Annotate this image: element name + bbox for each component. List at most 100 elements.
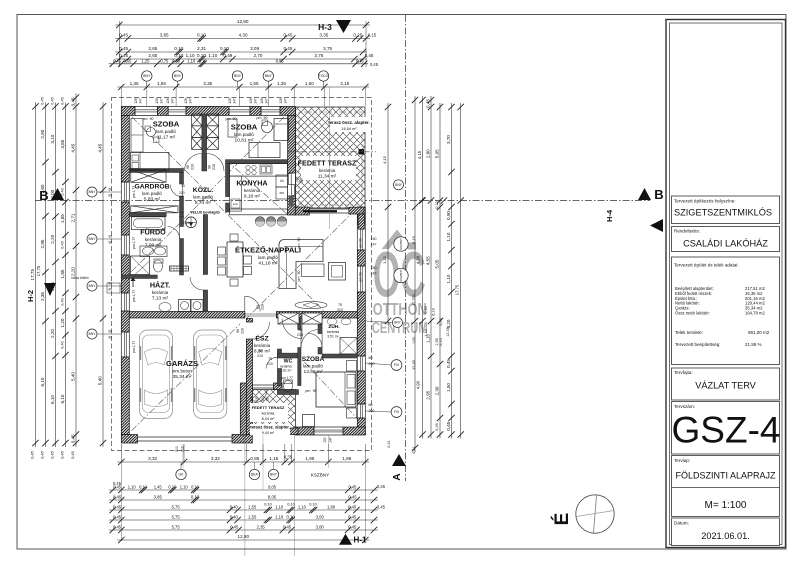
svg-text:0,45: 0,45 (113, 481, 122, 486)
svg-text:0,45: 0,45 (365, 53, 374, 58)
svg-text:160: 160 (250, 396, 254, 402)
svg-text:1,25: 1,25 (141, 58, 150, 63)
svg-text:pm 1,77: pm 1,77 (281, 376, 293, 380)
svg-text:210: 210 (297, 333, 303, 337)
svg-text:BNY: BNY (270, 473, 278, 477)
svg-text:VÁZLAT TERV: VÁZLAT TERV (695, 381, 756, 391)
svg-text:0,45: 0,45 (113, 504, 122, 509)
svg-text:217,51 m2: 217,51 m2 (745, 286, 765, 291)
svg-text:HÁZT.: HÁZT. (150, 281, 170, 290)
svg-text:1,45: 1,45 (154, 485, 163, 490)
svg-text:0,45: 0,45 (61, 97, 65, 104)
svg-text:0,45: 0,45 (348, 524, 357, 529)
svg-text:0,35: 0,35 (284, 455, 293, 460)
svg-text:pm 90: pm 90 (143, 117, 154, 121)
svg-text:0,45: 0,45 (41, 97, 45, 104)
svg-text:Tervlap:: Tervlap: (674, 458, 690, 463)
svg-text:2,60: 2,60 (40, 184, 45, 193)
svg-text:0,45: 0,45 (40, 450, 45, 459)
svg-text:ZUH.: ZUH. (328, 324, 339, 330)
svg-text:8,05: 8,05 (268, 494, 277, 499)
svg-text:17,755: 17,755 (412, 295, 416, 306)
svg-text:0,10: 0,10 (264, 502, 272, 507)
svg-text:pm 90: pm 90 (305, 389, 317, 393)
svg-text:4,15: 4,15 (417, 150, 422, 159)
svg-text:0,45: 0,45 (356, 58, 365, 63)
svg-text:3,75: 3,75 (323, 46, 332, 51)
svg-text:5,75: 5,75 (172, 524, 181, 529)
svg-text:0,45: 0,45 (377, 484, 386, 489)
svg-text:164,78 m2: 164,78 m2 (745, 311, 765, 316)
svg-text:GK: GK (179, 473, 185, 477)
svg-text:0,50: 0,50 (172, 58, 181, 63)
svg-text:60: 60 (261, 397, 265, 401)
svg-text:0,10: 0,10 (168, 485, 177, 490)
svg-text:60: 60 (108, 288, 112, 292)
svg-text:1,55: 1,55 (250, 81, 259, 86)
svg-text:2,20: 2,20 (70, 267, 75, 276)
svg-text:2,65: 2,65 (148, 53, 157, 58)
svg-text:VELUX bevilágító: VELUX bevilágító (190, 211, 221, 215)
svg-text:5,05: 5,05 (434, 149, 439, 158)
svg-text:2,15: 2,15 (340, 81, 349, 86)
svg-text:lam.padló: lam.padló (142, 191, 162, 196)
svg-text:terasz össz. alapter.: terasz össz. alapter. (250, 425, 290, 430)
svg-text:SZOBA: SZOBA (302, 356, 325, 363)
svg-text:0,45: 0,45 (30, 450, 35, 459)
svg-text:5,75: 5,75 (172, 514, 181, 519)
svg-text:1,80: 1,80 (327, 504, 336, 509)
svg-text:120: 120 (295, 177, 299, 183)
svg-text:17,75: 17,75 (36, 265, 41, 276)
svg-text:BNY: BNY (89, 284, 97, 288)
svg-text:SZIGETSZENTMIKLÓS: SZIGETSZENTMIKLÓS (674, 208, 772, 218)
svg-text:0,45: 0,45 (113, 514, 122, 519)
svg-text:3,20: 3,20 (446, 319, 451, 328)
svg-text:75: 75 (338, 303, 342, 307)
svg-text:0,45: 0,45 (119, 53, 128, 58)
svg-text:90: 90 (256, 305, 260, 309)
svg-text:FIX: FIX (394, 410, 400, 414)
svg-text:Garázs:: Garázs: (675, 306, 690, 311)
svg-text:B: B (654, 187, 663, 202)
svg-text:Tervezett építkezés helyszíne:: Tervezett építkezés helyszíne: (674, 199, 736, 204)
svg-text:7,99 m²: 7,99 m² (145, 243, 162, 249)
svg-text:Össz.nettó lakótér:: Össz.nettó lakótér: (675, 311, 710, 316)
svg-text:60: 60 (108, 282, 112, 286)
svg-text:9,18 m²: 9,18 m² (244, 194, 261, 200)
svg-text:lam.padló: lam.padló (193, 194, 213, 199)
svg-text:3,35: 3,35 (319, 33, 328, 38)
svg-text:BNY: BNY (89, 237, 97, 241)
svg-text:0,41: 0,41 (387, 440, 391, 447)
svg-text:0,45: 0,45 (70, 434, 75, 443)
svg-text:60: 60 (369, 356, 373, 360)
svg-text:Beépített alapterület:: Beépített alapterület: (675, 286, 714, 291)
svg-text:3,35: 3,35 (203, 81, 212, 86)
svg-text:128: 128 (249, 98, 253, 104)
svg-text:2,71: 2,71 (70, 213, 75, 222)
svg-text:BNY: BNY (265, 74, 273, 78)
svg-text:SZOBA: SZOBA (153, 120, 180, 129)
svg-text:pm 1,77: pm 1,77 (132, 290, 136, 302)
svg-text:4,90: 4,90 (416, 380, 421, 389)
svg-text:60: 60 (369, 403, 373, 407)
svg-text:1,85: 1,85 (60, 269, 65, 278)
svg-text:GSZ-4: GSZ-4 (672, 410, 781, 451)
svg-text:BNY: BNY (143, 74, 151, 78)
svg-text:0,49: 0,49 (223, 53, 232, 58)
svg-text:klíma kültéri: klíma kültéri (71, 276, 88, 280)
svg-text:2,31: 2,31 (197, 46, 206, 51)
svg-text:kerámia: kerámia (244, 188, 261, 193)
svg-text:2,20: 2,20 (50, 329, 55, 338)
svg-text:2,70: 2,70 (254, 53, 263, 58)
svg-text:SZOBA: SZOBA (231, 123, 258, 132)
svg-text:B: B (39, 188, 48, 203)
svg-text:75: 75 (268, 357, 272, 361)
svg-text:500: 500 (175, 446, 179, 452)
svg-text:Telek területe:: Telek területe: (675, 330, 703, 335)
svg-text:0,50: 0,50 (412, 337, 416, 344)
svg-text:60: 60 (108, 194, 112, 198)
svg-text:128: 128 (279, 98, 283, 104)
svg-text:16,54 m²: 16,54 m² (342, 127, 358, 131)
svg-text:0,45: 0,45 (377, 505, 386, 510)
svg-text:0,10: 0,10 (439, 338, 443, 345)
